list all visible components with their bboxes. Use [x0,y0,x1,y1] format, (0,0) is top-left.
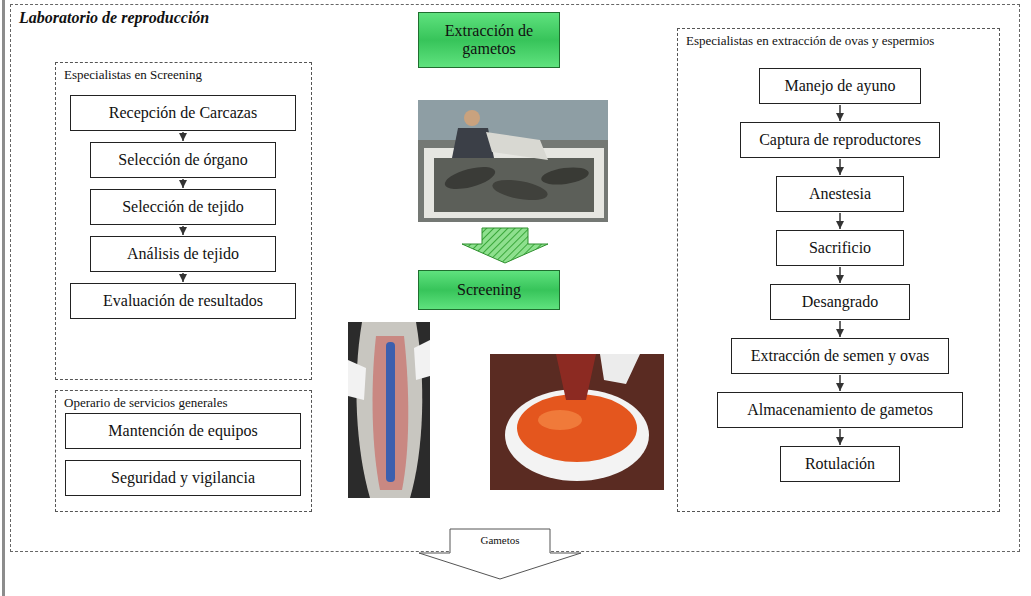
photo-water [418,100,608,140]
box-label: Recepción de Carcazas [105,104,261,122]
box-label: Selección de tejido [118,198,248,216]
role-group: Especialistas en extracción de ovas y es… [677,28,1000,512]
box-label: Gametos [418,528,582,546]
photo-eggs-strainer [490,354,664,490]
process-box: Manejo de ayuno [759,68,921,104]
process-box: Sacrificio [776,230,904,266]
box-label: Extracción de gametos [419,22,559,59]
photo-fish [443,163,498,194]
photo-fish-cavity [373,336,409,490]
task-box: Mantención de equipos [65,413,301,449]
photo-kidney [386,342,395,482]
photo-glove [348,360,366,400]
task-box: Seguridad y vigilancia [65,460,301,496]
photo-tank-inside [434,158,594,212]
process-box: Análisis de tejido [90,236,276,272]
flow-arrow [839,375,841,391]
process-box: Evaluación de resultados [70,283,296,319]
process-box: Selección de tejido [90,189,276,225]
photo-tank [424,148,604,218]
stage-box: Extracción de gametos [418,12,560,68]
box-label: Análisis de tejido [123,245,243,263]
arrow-outline-path [419,529,581,579]
process-box: Selección de órgano [90,142,276,178]
photo-eggs-highlight [538,410,582,430]
box-label: Anestesia [805,185,875,203]
photo-person-head [464,110,480,126]
box-label: Evaluación de resultados [99,292,267,310]
process-box: Recepción de Carcazas [70,95,296,131]
box-label: Sacrificio [805,239,875,257]
flow-arrow [182,179,184,188]
photo-glove [600,354,640,384]
photo-fish-tank [418,100,608,222]
flow-arrow [182,226,184,235]
photo-fish-body [356,322,422,498]
role-group: Operario de servicios generalesMantenció… [55,390,312,512]
flow-arrow [839,213,841,229]
page-edge-bar [2,0,5,596]
process-box: Captura de reproductores [740,122,940,158]
photo-ground [418,100,608,222]
group-heading: Laboratorio de reproducción [11,5,217,31]
flow-arrow [839,159,841,175]
process-box: Anestesia [776,176,904,212]
output-arrow: Gametos [418,528,582,580]
flow-arrow [182,273,184,282]
green-arrow-shape [462,228,548,263]
process-box: Extracción de semen y ovas [731,338,949,374]
box-label: Extracción de semen y ovas [747,347,934,365]
box-label: Captura de reproductores [755,131,925,149]
flow-arrow [839,321,841,337]
flow-arrow [839,267,841,283]
green-down-arrow [462,228,548,263]
group-heading: Especialistas en extracción de ovas y es… [678,29,942,53]
photo-net [486,132,548,160]
lab-region: Laboratorio de reproducciónEspecialistas… [10,4,1020,552]
process-box: Rotulación [780,446,900,482]
box-label: Mantención de equipos [104,422,261,440]
photo-fish [540,165,590,188]
stage-box: Screening [418,270,560,310]
group-heading: Operario de servicios generales [56,391,236,415]
photo-fish-tail [556,354,596,400]
box-label: Selección de órgano [114,151,251,169]
flow-arrow [839,429,841,445]
photo-fish [491,176,549,203]
box-label: Seguridad y vigilancia [107,469,259,487]
photo-strainer [505,389,649,481]
box-label: Almacenamiento de gametos [743,401,937,419]
photo-ground [490,354,664,490]
photo-glove [414,340,430,380]
photo-eggs [517,394,637,462]
photo-opened-fish [348,322,430,498]
group-heading: Especialistas en Screening [56,63,210,87]
flow-arrow [839,105,841,121]
process-box: Desangrado [770,284,910,320]
box-label: Desangrado [798,293,882,311]
box-label: Screening [453,281,525,299]
flow-arrow [182,132,184,141]
process-box: Almacenamiento de gametos [717,392,963,428]
box-label: Rotulación [801,455,879,473]
role-group: Especialistas en ScreeningRecepción de C… [55,62,312,380]
photo-ground [348,322,430,498]
box-label: Manejo de ayuno [780,77,899,95]
